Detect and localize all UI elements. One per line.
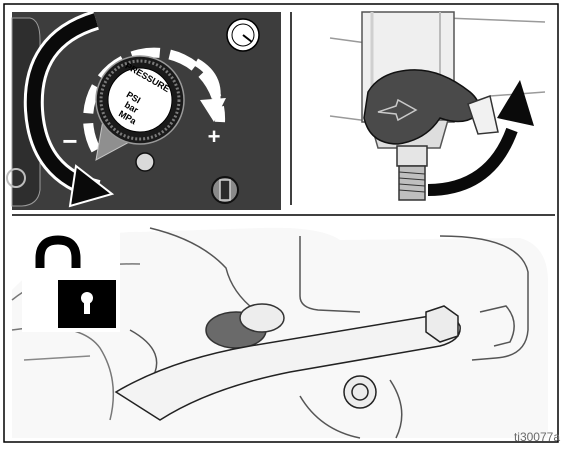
pressure-gauge-icon	[227, 19, 259, 51]
unlock-icon	[22, 228, 120, 332]
minus-label: −	[62, 126, 77, 156]
pressure-dial-panel: PRESSURE PSI bar MPa − +	[7, 12, 281, 210]
figure-id: ti30077a	[514, 430, 560, 444]
plus-label: +	[208, 124, 221, 149]
relief-lever-panel	[12, 228, 548, 438]
